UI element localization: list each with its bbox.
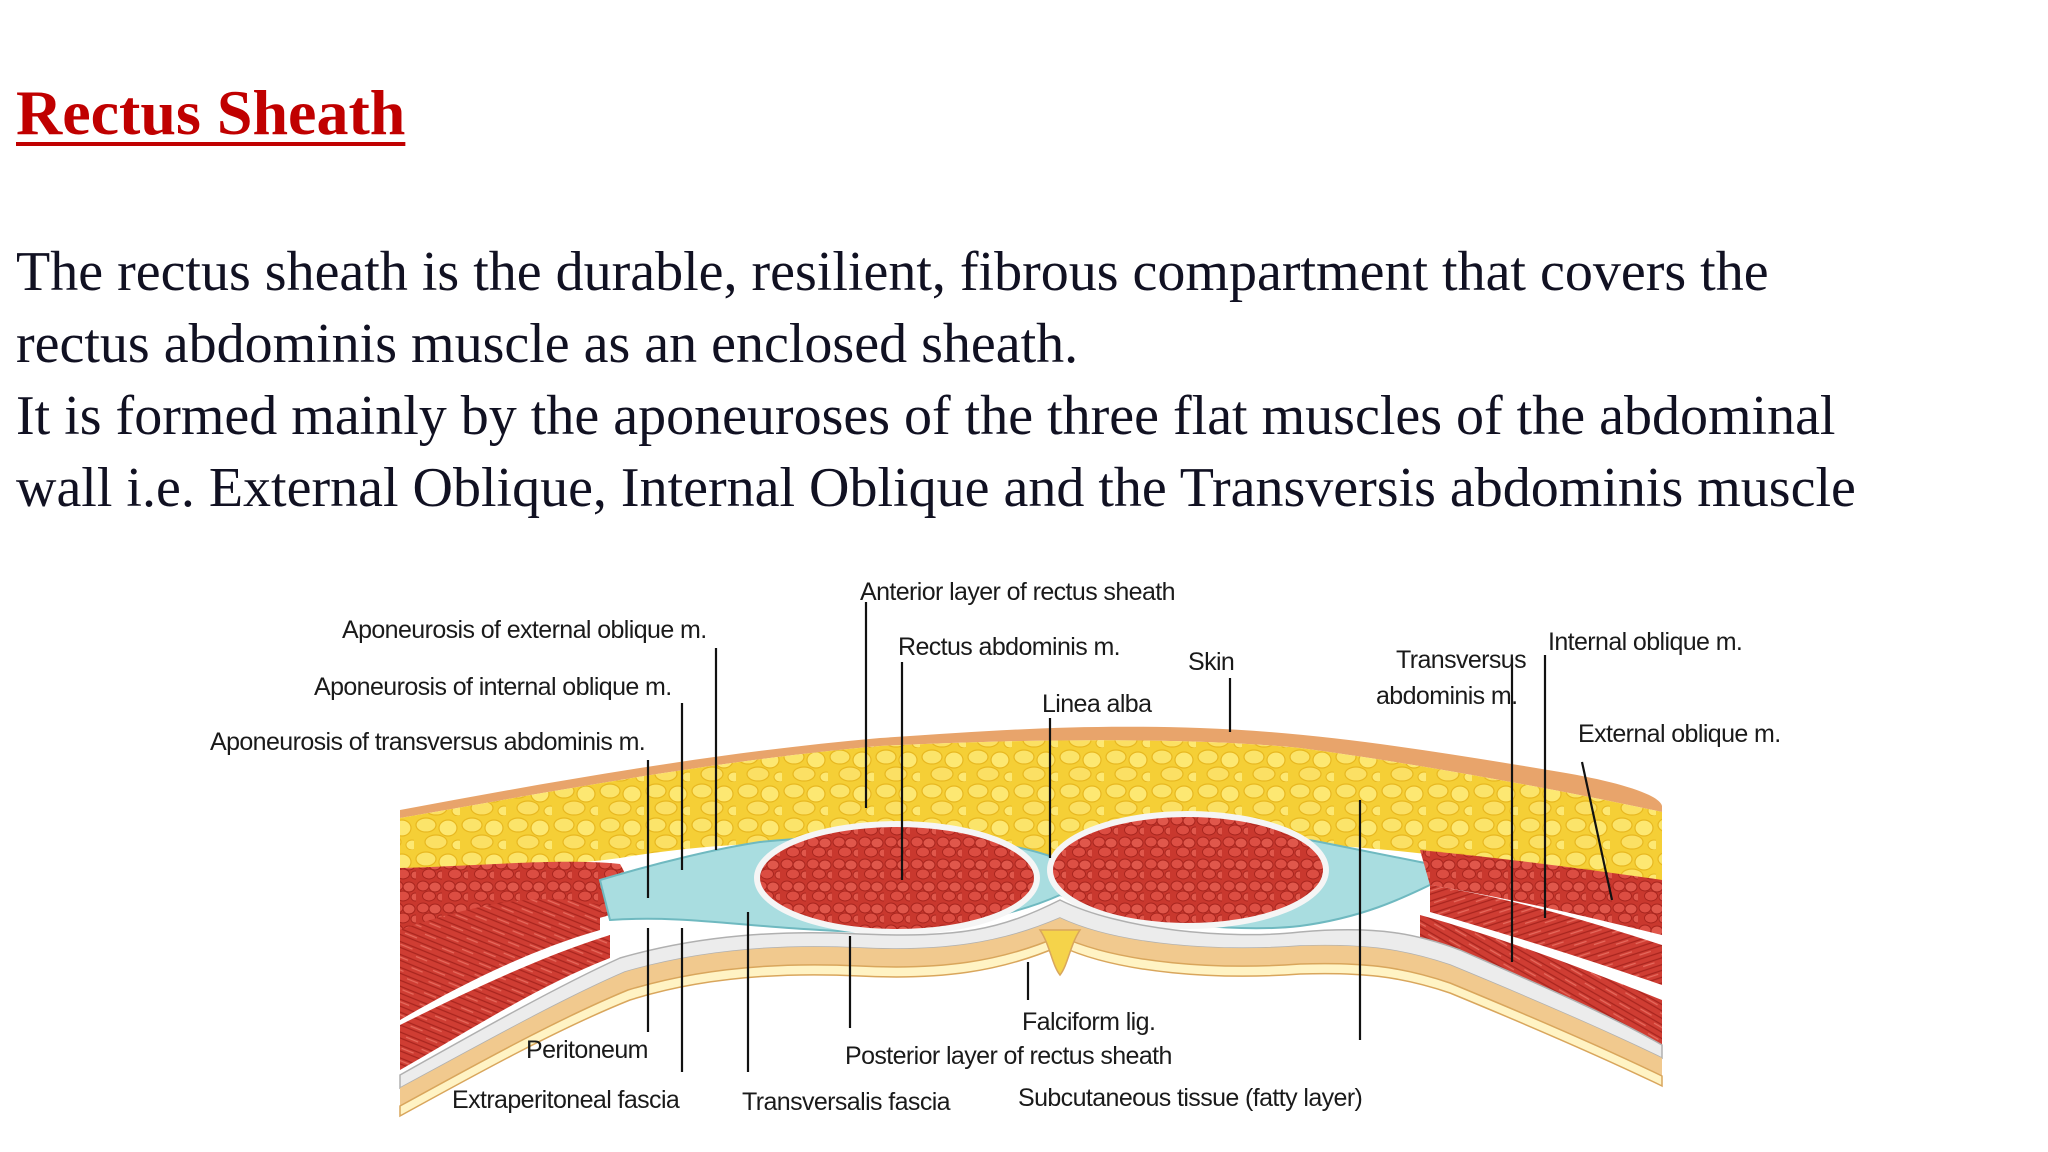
slide-body: The rectus sheath is the durable, resili… bbox=[16, 236, 2036, 524]
label-aponeurosis-external: Aponeurosis of external oblique m. bbox=[342, 616, 707, 644]
skin-layer bbox=[400, 726, 1662, 818]
extraperitoneal-layer bbox=[400, 918, 1662, 1106]
label-peritoneum: Peritoneum bbox=[526, 1036, 648, 1064]
label-linea-alba: Linea alba bbox=[1042, 690, 1152, 718]
label-transversalis: Transversalis fascia bbox=[742, 1088, 951, 1116]
body-line-1: The rectus sheath is the durable, resili… bbox=[16, 241, 1769, 303]
rectus-abdominis-left bbox=[754, 821, 1040, 935]
rectus-abdominis-right bbox=[1047, 811, 1329, 929]
right-oblique-fibres bbox=[1430, 885, 1662, 985]
label-skin: Skin bbox=[1188, 648, 1234, 676]
label-extraperitoneal: Extraperitoneal fascia bbox=[452, 1086, 680, 1114]
body-line-3: It is formed mainly by the aponeuroses o… bbox=[16, 385, 1836, 447]
label-transversus-1: Transversus bbox=[1396, 646, 1526, 674]
leader-lines bbox=[646, 602, 1614, 1072]
label-aponeurosis-internal: Aponeurosis of internal oblique m. bbox=[314, 673, 672, 701]
label-posterior-layer: Posterior layer of rectus sheath bbox=[845, 1042, 1172, 1070]
right-transversus-fibres bbox=[1420, 915, 1662, 1045]
label-rectus-abdominis: Rectus abdominis m. bbox=[898, 633, 1120, 661]
left-transversus-fibres bbox=[400, 935, 610, 1070]
body-line-2: rectus abdominis muscle as an enclosed s… bbox=[16, 313, 1079, 375]
body-line-4: wall i.e. External Oblique, Internal Obl… bbox=[16, 457, 1856, 519]
label-external-oblique: External oblique m. bbox=[1578, 720, 1781, 748]
slide-title: Rectus Sheath bbox=[16, 77, 406, 148]
label-falciform: Falciform lig. bbox=[1022, 1008, 1155, 1036]
right-flat-muscles bbox=[1420, 850, 1662, 935]
label-aponeurosis-transversus: Aponeurosis of transversus abdominis m. bbox=[210, 728, 645, 756]
falciform-ligament bbox=[1038, 929, 1082, 977]
label-subcutaneous: Subcutaneous tissue (fatty layer) bbox=[1018, 1084, 1362, 1112]
label-anterior-layer: Anterior layer of rectus sheath bbox=[860, 578, 1175, 606]
left-oblique-fibres bbox=[400, 899, 600, 1020]
label-internal-oblique: Internal oblique m. bbox=[1548, 628, 1742, 656]
label-transversus-2: abdominis m. bbox=[1376, 682, 1517, 710]
